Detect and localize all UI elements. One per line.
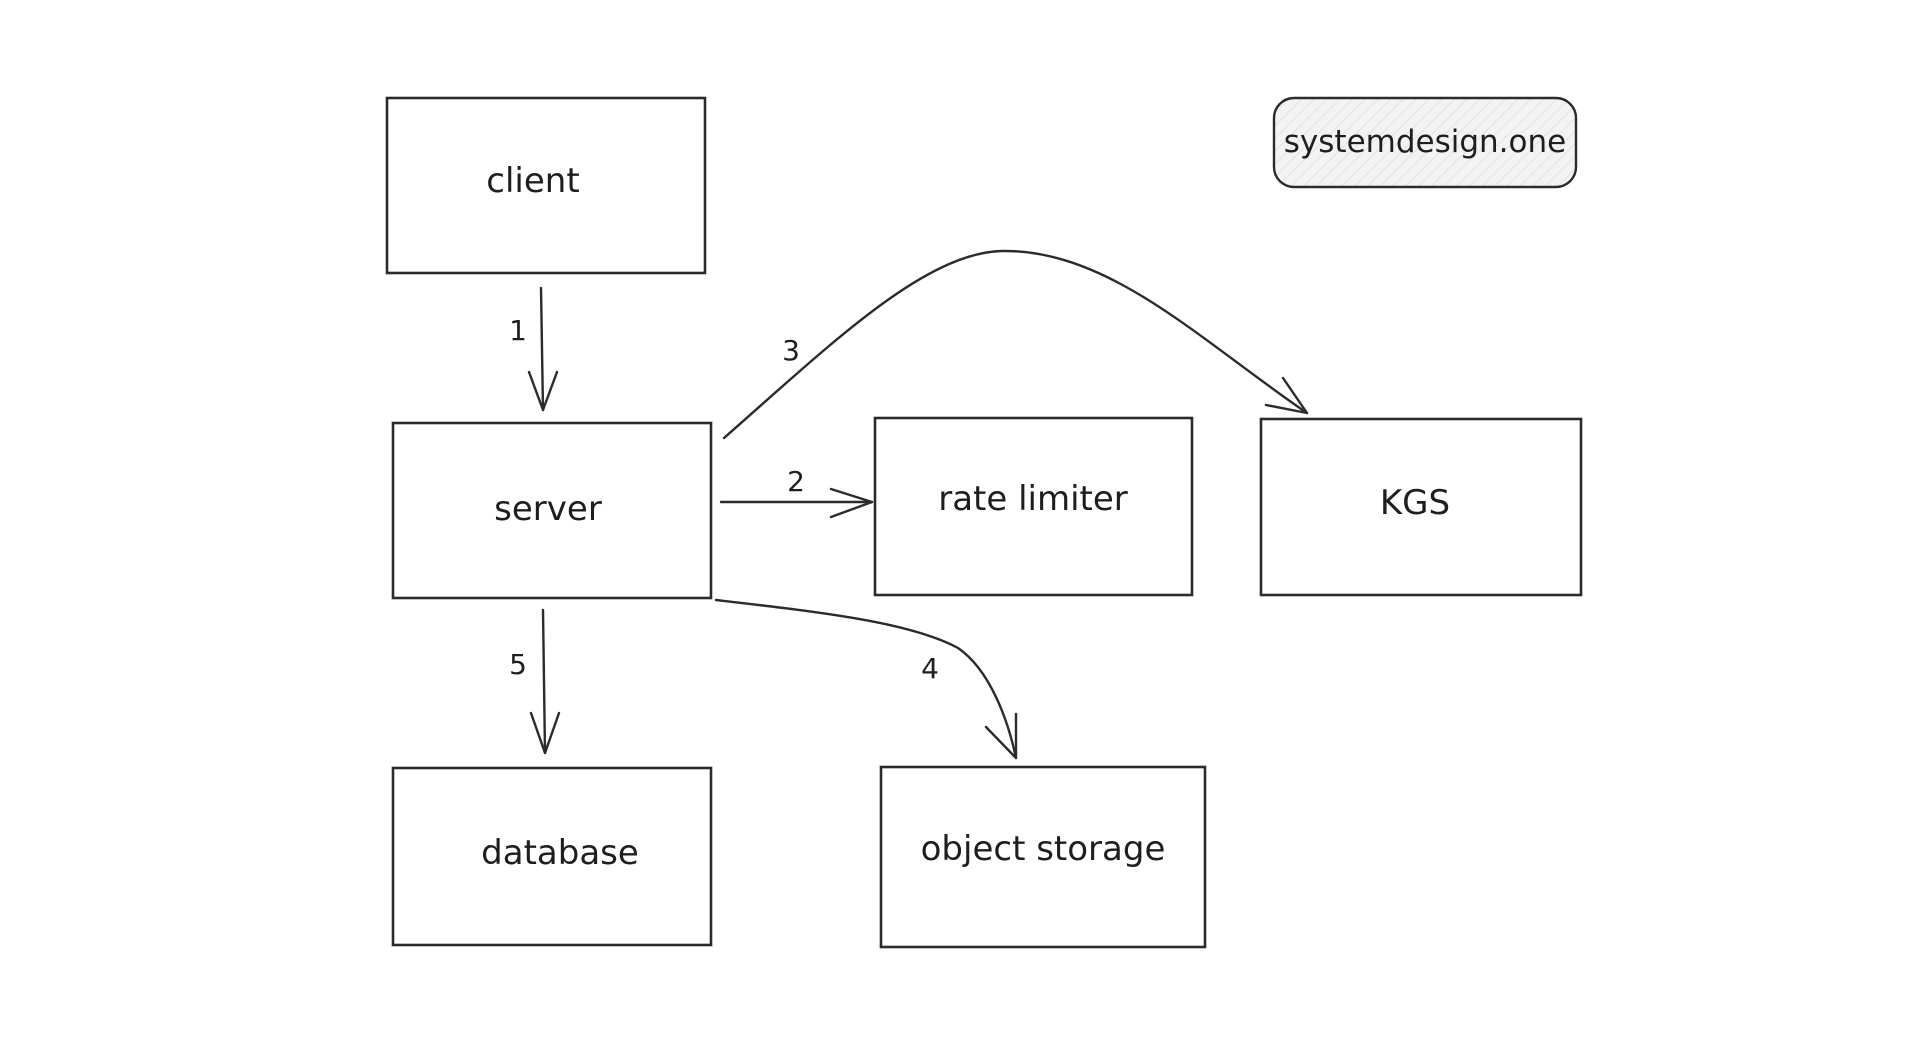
edge-label-5: 5 bbox=[509, 648, 527, 681]
rate-limiter-label: rate limiter bbox=[938, 479, 1128, 519]
kgs-label: KGS bbox=[1380, 483, 1450, 523]
edge-label-2: 2 bbox=[787, 465, 805, 498]
object-storage-label: object storage bbox=[921, 829, 1166, 869]
edge-server-to-database: 5 bbox=[509, 608, 561, 755]
edge-client-to-server: 1 bbox=[509, 286, 559, 412]
server-label: server bbox=[494, 489, 602, 529]
brand-badge: systemdesign.one bbox=[1272, 96, 1578, 189]
edge-label-3: 3 bbox=[782, 334, 800, 367]
node-kgs: KGS bbox=[1259, 417, 1583, 597]
node-server: server bbox=[391, 421, 713, 600]
edge-server-to-kgs: 3 bbox=[722, 249, 1309, 440]
node-rate-limiter: rate limiter bbox=[873, 416, 1194, 597]
node-object-storage: object storage bbox=[879, 765, 1207, 949]
edge-server-to-rate-limiter: 2 bbox=[719, 465, 874, 519]
client-label: client bbox=[486, 161, 579, 201]
node-client: client bbox=[385, 96, 707, 275]
database-label: database bbox=[481, 833, 639, 873]
edge-label-1: 1 bbox=[509, 314, 527, 347]
node-database: database bbox=[391, 766, 713, 947]
edge-label-4: 4 bbox=[921, 652, 939, 685]
brand-text: systemdesign.one bbox=[1284, 124, 1566, 160]
edge-server-to-object-storage: 4 bbox=[714, 598, 1018, 760]
